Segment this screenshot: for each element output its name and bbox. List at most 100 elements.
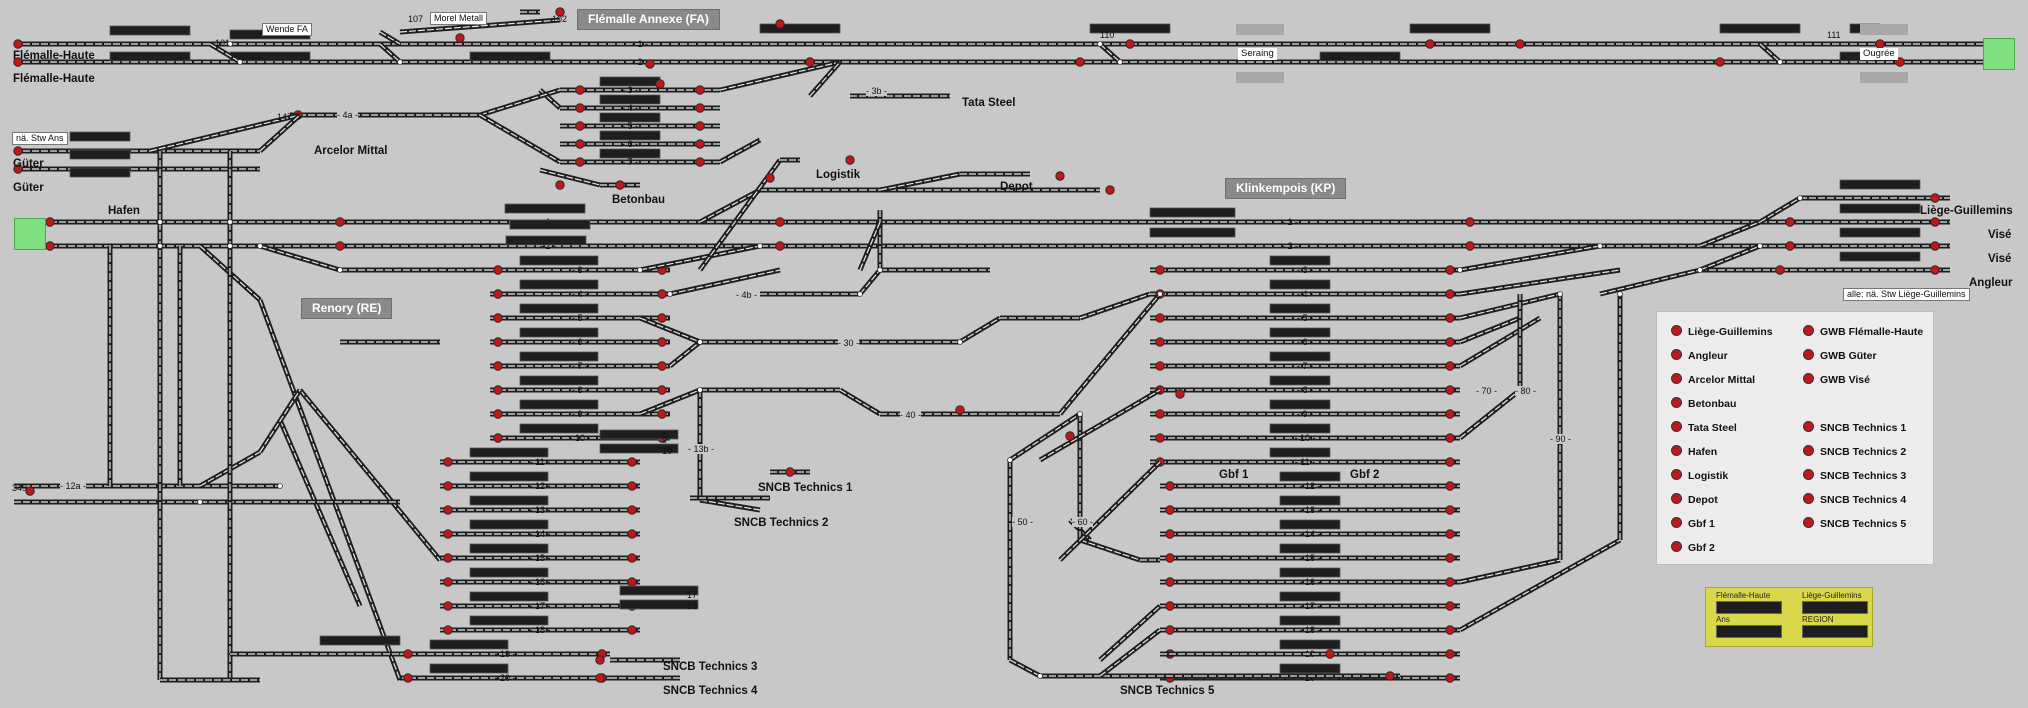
- station-sncb-technics-5[interactable]: SNCB Technics 5: [1120, 685, 1215, 697]
- station-sncb-technics-1[interactable]: SNCB Technics 1: [758, 482, 853, 494]
- track-segment-inner: [699, 189, 761, 223]
- switch-node: [1037, 673, 1043, 679]
- signal-icon: [785, 467, 795, 477]
- track-segment-inner: [1459, 293, 1561, 319]
- track-segment: [1459, 267, 1621, 297]
- station-depot[interactable]: Depot: [1000, 181, 1033, 193]
- legend-item[interactable]: SNCB Technics 2: [1803, 444, 1906, 460]
- signal-number: 101: [215, 38, 231, 48]
- track-number: - 2 -: [1282, 241, 1298, 251]
- legend-item[interactable]: Betonbau: [1671, 396, 1736, 412]
- number-display: [519, 423, 599, 434]
- legend-item[interactable]: SNCB Technics 4: [1803, 492, 1906, 508]
- signal-icon: [1445, 577, 1455, 587]
- signal-icon: [45, 217, 55, 227]
- station-guter[interactable]: Güter: [13, 158, 44, 170]
- switch-node: [637, 267, 643, 273]
- station-liege-guillemins[interactable]: Liège-Guillemins: [1920, 205, 2013, 217]
- station-guter[interactable]: Güter: [13, 182, 44, 194]
- switch-node: [337, 267, 343, 273]
- number-display: [519, 399, 599, 410]
- station-vise[interactable]: Visé: [1988, 229, 2012, 241]
- signal-icon: [1445, 673, 1455, 683]
- legend-item-label: Arcelor Mittal: [1688, 374, 1756, 386]
- legend-item[interactable]: GWB Flémalle-Haute: [1803, 324, 1923, 340]
- signal-dot-icon: [1671, 493, 1682, 504]
- track-segment-inner: [1009, 413, 1081, 461]
- signal-icon: [655, 79, 665, 89]
- legend-item[interactable]: Liège-Guillemins: [1671, 324, 1773, 340]
- station-flemalle-haute[interactable]: Flémalle-Haute: [13, 50, 95, 62]
- track-label: 10: [662, 446, 673, 456]
- legend-item-label: GWB Visé: [1820, 374, 1870, 386]
- number-display: [1279, 495, 1341, 506]
- signal-icon: [615, 180, 625, 190]
- signal-icon: [595, 673, 605, 683]
- station-vise[interactable]: Visé: [1988, 253, 2012, 265]
- number-display: [469, 51, 551, 62]
- legend-item[interactable]: GWB Güter: [1803, 348, 1877, 364]
- number-display: [599, 429, 679, 440]
- signal-dot-icon: [1803, 373, 1814, 384]
- station-gbf-1[interactable]: Gbf 1: [1219, 469, 1249, 481]
- station-tata-steel[interactable]: Tata Steel: [962, 97, 1016, 109]
- signal-icon: [1155, 361, 1165, 371]
- legend-item[interactable]: Logistik: [1671, 468, 1728, 484]
- station-angleur[interactable]: Angleur: [1969, 277, 2013, 289]
- station-hafen[interactable]: Hafen: [108, 205, 140, 217]
- switch-node: [227, 243, 233, 249]
- legend-item[interactable]: Arcelor Mittal: [1671, 372, 1755, 388]
- number-display: [109, 25, 191, 36]
- legend-item[interactable]: Gbf 2: [1671, 540, 1715, 556]
- signal-icon: [1155, 409, 1165, 419]
- station-sncb-technics-3[interactable]: SNCB Technics 3: [663, 661, 758, 673]
- track-number: - 5 -: [572, 313, 588, 323]
- station-flemalle-haute[interactable]: Flémalle-Haute: [13, 73, 95, 85]
- number-display: [1279, 543, 1341, 554]
- legend-item[interactable]: GWB Visé: [1803, 372, 1870, 388]
- track-segment-inner: [539, 169, 601, 186]
- track-label: - 90 -: [1550, 434, 1572, 444]
- legend-item[interactable]: Depot: [1671, 492, 1718, 508]
- track-segment-inner: [719, 61, 841, 91]
- track-segment-inner: [1059, 461, 1161, 561]
- signal-icon: [1175, 389, 1185, 399]
- legend-item[interactable]: SNCB Technics 5: [1803, 516, 1906, 532]
- signal-icon: [403, 673, 413, 683]
- station-gbf-2[interactable]: Gbf 2: [1350, 469, 1380, 481]
- legend-item[interactable]: Hafen: [1671, 444, 1717, 460]
- station-sncb-technics-4[interactable]: SNCB Technics 4: [663, 685, 758, 697]
- signal-icon: [1445, 601, 1455, 611]
- track-number: - 10 -: [569, 433, 590, 443]
- station-sncb-technics-2[interactable]: SNCB Technics 2: [734, 517, 829, 529]
- track-label: - 13b -: [688, 444, 715, 454]
- signal-icon: [1895, 57, 1905, 67]
- legend-item-label: SNCB Technics 2: [1820, 446, 1907, 458]
- track-segment-inner: [1759, 197, 1801, 223]
- legend-item-label: GWB Flémalle-Haute: [1820, 326, 1924, 338]
- station-logistik[interactable]: Logistik: [816, 169, 861, 181]
- station-betonbau[interactable]: Betonbau: [612, 194, 666, 206]
- track-segment-inner: [1699, 245, 1761, 271]
- signal-icon: [25, 486, 35, 496]
- number-display: [599, 148, 661, 159]
- legend-item[interactable]: Angleur: [1671, 348, 1728, 364]
- signal-icon: [443, 553, 453, 563]
- track-segment-inner: [1759, 43, 1781, 63]
- signal-icon: [1155, 313, 1165, 323]
- legend-item[interactable]: SNCB Technics 3: [1803, 468, 1906, 484]
- signal-icon: [13, 146, 23, 156]
- legend-item[interactable]: Gbf 1: [1671, 516, 1715, 532]
- legend-item[interactable]: SNCB Technics 1: [1803, 420, 1906, 436]
- track-segment-inner: [259, 389, 301, 453]
- switch-node: [257, 243, 263, 249]
- signal-icon: [1445, 313, 1455, 323]
- free-zone-right: [1983, 38, 2015, 70]
- station-arcelor-mittal[interactable]: Arcelor Mittal: [314, 145, 388, 157]
- signal-icon: [1155, 337, 1165, 347]
- track-segment-inner: [1599, 269, 1701, 295]
- legend-item[interactable]: Tata Steel: [1671, 420, 1737, 436]
- signal-icon: [575, 157, 585, 167]
- switch-node: [277, 483, 283, 489]
- signal-icon: [1930, 193, 1940, 203]
